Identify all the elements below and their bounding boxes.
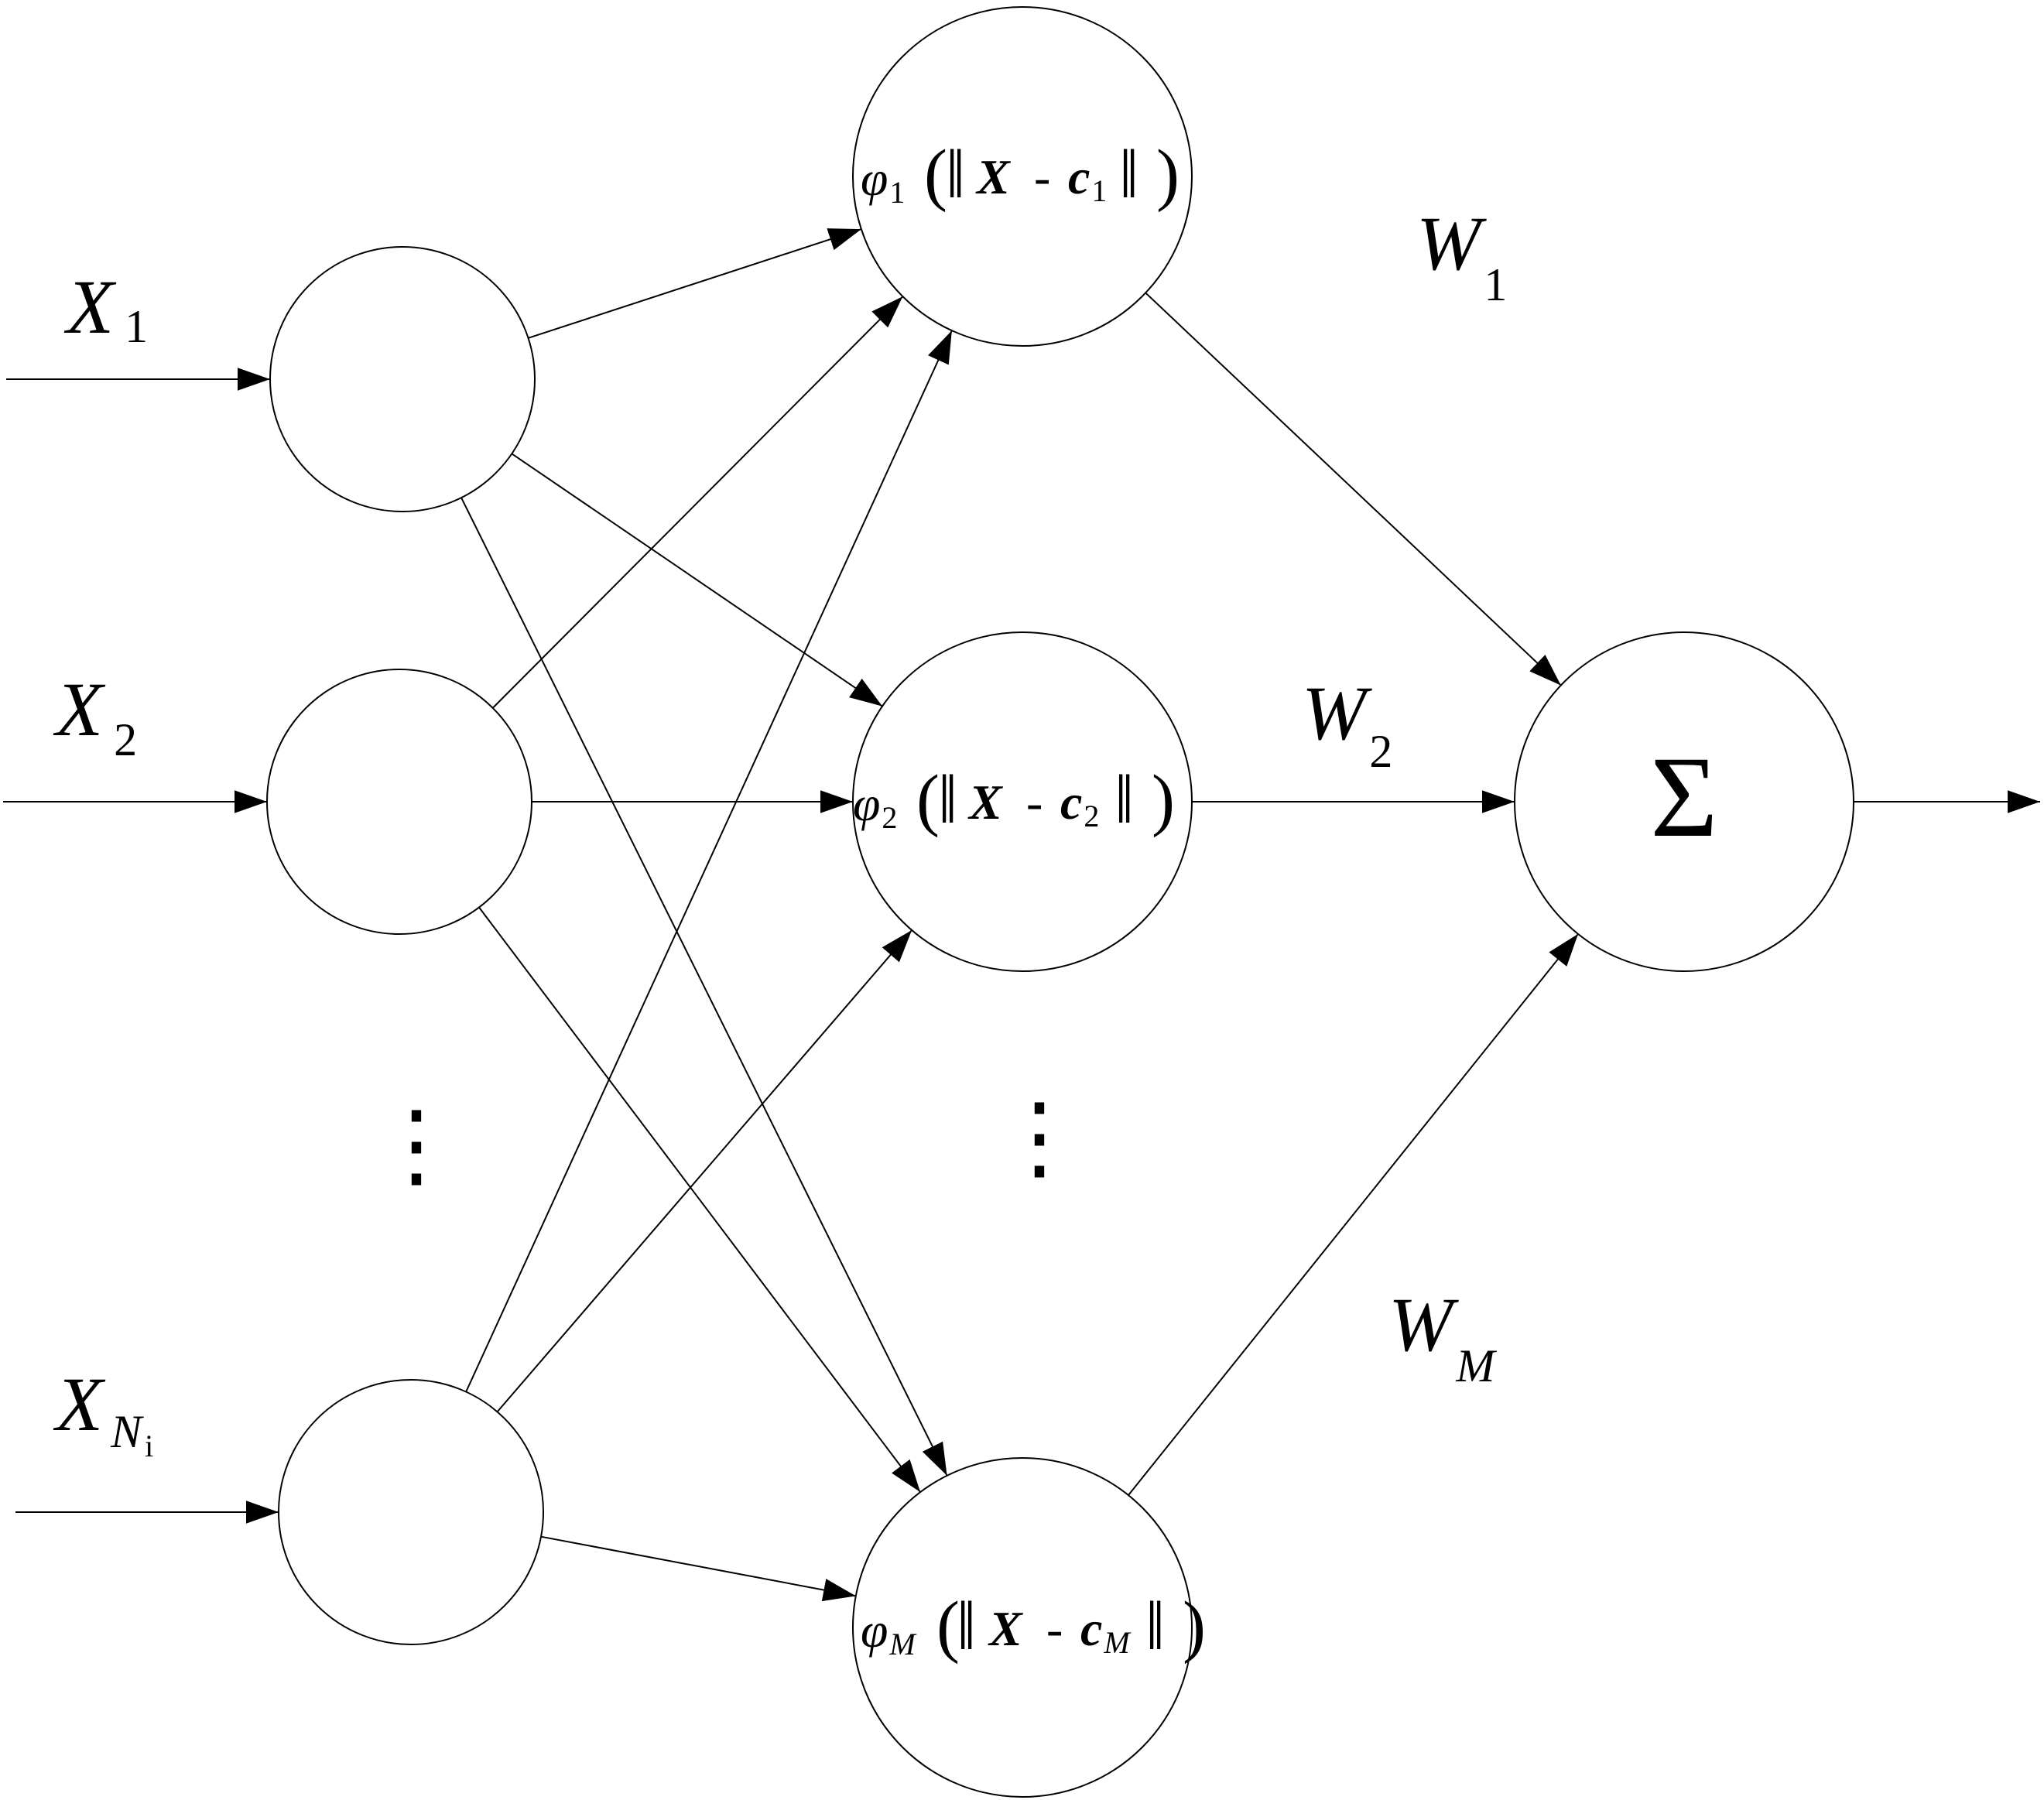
edge-input1-hidden2	[511, 453, 883, 707]
edge-input3-hidden1	[465, 330, 953, 1392]
weight-label-m: WM	[1388, 1282, 1497, 1391]
svg-text:-: -	[1046, 1601, 1063, 1656]
svg-text:-: -	[1026, 775, 1043, 830]
svg-text:‖: ‖	[1119, 136, 1138, 213]
hidden-node-1	[852, 6, 1193, 347]
weight-label-1: W1	[1416, 200, 1507, 310]
edge-input2-hidden1	[491, 296, 904, 709]
svg-text:c1: c1	[1068, 149, 1107, 208]
hidden-label-2: φ2 ( ‖ X - c2 ‖ )	[853, 761, 1175, 838]
hidden-node-2	[852, 631, 1193, 972]
svg-text:‖: ‖	[957, 1588, 976, 1665]
edge-input3-hidden2	[496, 929, 912, 1413]
svg-text:‖: ‖	[1114, 761, 1134, 838]
svg-text:-: -	[1034, 149, 1050, 204]
weight-label-2: W2	[1302, 670, 1392, 777]
edge-input2-hidden3	[478, 906, 921, 1493]
connections	[3, 228, 2040, 1602]
output-node	[1514, 631, 1854, 972]
input-ellipsis: ⋮	[370, 1093, 463, 1196]
svg-text:‖: ‖	[1145, 1588, 1165, 1665]
input-node-2	[266, 669, 532, 935]
hidden-node-m	[852, 1457, 1193, 1798]
svg-text:): )	[1183, 1588, 1206, 1665]
hidden-ellipsis: ⋮	[993, 1086, 1086, 1189]
input-node-n	[278, 1379, 544, 1645]
edge-hidden3-output	[1128, 933, 1579, 1496]
svg-text:(: (	[936, 1588, 960, 1665]
svg-text:‖: ‖	[946, 136, 965, 213]
hidden-label-1: φ1 ( ‖ X - c1 ‖ )	[861, 136, 1179, 213]
svg-text:(: (	[916, 761, 940, 838]
svg-text:): )	[1156, 136, 1179, 213]
svg-text:X: X	[967, 775, 1003, 830]
svg-text:X: X	[975, 149, 1011, 204]
edge-input1-hidden1	[528, 228, 862, 339]
svg-text:X: X	[988, 1601, 1023, 1656]
svg-text:c2: c2	[1060, 775, 1099, 833]
svg-text:φ2: φ2	[853, 776, 897, 835]
edge-input1-hidden3	[460, 497, 948, 1477]
svg-text:(: (	[924, 136, 947, 213]
svg-text:φ1: φ1	[861, 151, 905, 210]
sum-symbol: Σ	[1650, 733, 1717, 861]
edge-hidden1-output	[1145, 292, 1562, 686]
svg-text:cM: cM	[1080, 1601, 1132, 1660]
hidden-label-m: φM ( ‖ X - cM ‖ )	[861, 1588, 1206, 1665]
svg-text:φM: φM	[861, 1603, 917, 1661]
edge-input3-hidden3	[540, 1535, 856, 1602]
svg-text:‖: ‖	[938, 761, 957, 838]
input-node-1	[269, 246, 536, 512]
svg-text:): )	[1152, 761, 1175, 838]
